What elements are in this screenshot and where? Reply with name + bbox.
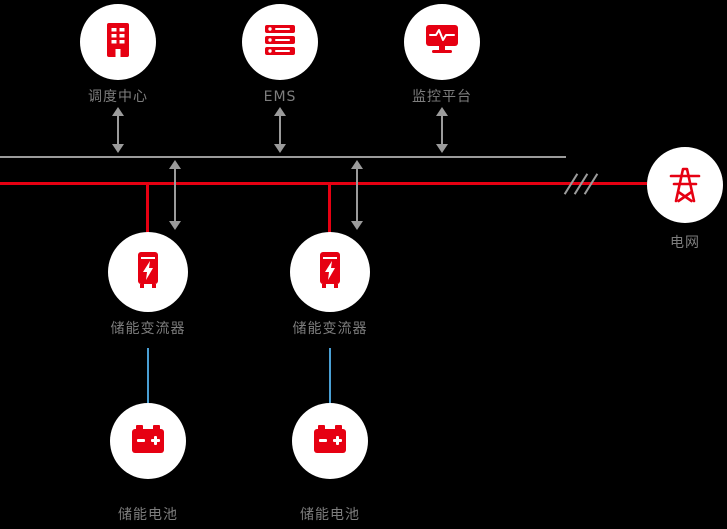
monitoring-platform-label: 监控平台 [412, 89, 472, 105]
battery-icon [126, 417, 170, 465]
power-drop-line [328, 183, 331, 235]
monitor-pulse-icon [420, 18, 464, 66]
double-arrow [274, 107, 286, 153]
dispatch-center-label: 调度中心 [88, 89, 148, 105]
battery-label: 储能电池 [300, 507, 360, 523]
server-icon [258, 18, 302, 66]
double-arrow [351, 160, 363, 230]
building-icon [96, 18, 140, 66]
double-arrow [436, 107, 448, 153]
battery-label: 储能电池 [118, 507, 178, 523]
battery-link-line [329, 348, 331, 403]
power-bus-line [0, 182, 647, 185]
battery-node [292, 403, 368, 479]
grid-node [647, 147, 723, 223]
dispatch-center-node [80, 4, 156, 80]
double-arrow [112, 107, 124, 153]
power-drop-line [146, 183, 149, 235]
converter-label: 储能变流器 [292, 321, 368, 337]
converter-node [290, 232, 370, 312]
monitoring-platform-node [404, 4, 480, 80]
converter-node [108, 232, 188, 312]
inverter-icon [308, 248, 352, 296]
battery-icon [308, 417, 352, 465]
ems-label: EMS [263, 89, 297, 105]
grid-label: 电网 [670, 235, 700, 251]
battery-link-line [147, 348, 149, 403]
double-arrow [169, 160, 181, 230]
battery-node [110, 403, 186, 479]
comm-bus-line [0, 156, 566, 158]
transmission-tower-icon [663, 161, 707, 209]
converter-label: 储能变流器 [110, 321, 186, 337]
ems-node [242, 4, 318, 80]
inverter-icon [126, 248, 170, 296]
